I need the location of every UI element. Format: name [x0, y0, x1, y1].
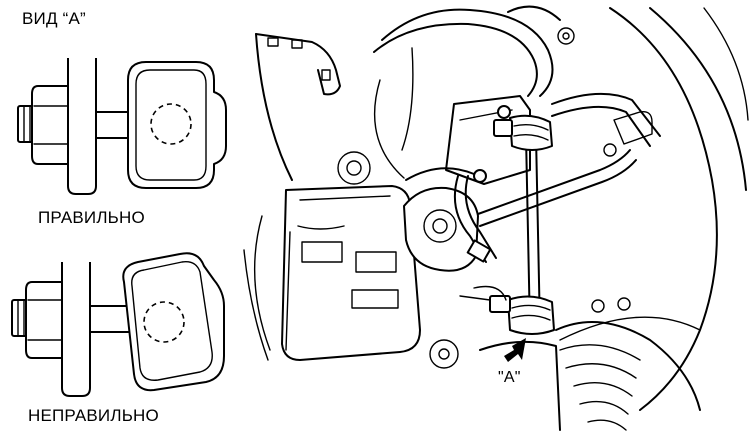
view-a-label: ВИД “A” — [22, 9, 86, 28]
correct-label: ПРАВИЛЬНО — [38, 208, 145, 227]
view-a-marker-label: "A" — [498, 369, 521, 386]
correct-detail — [17, 58, 227, 195]
suspension-assembly-drawing — [243, 5, 749, 431]
incorrect-label: НЕПРАВИЛЬНО — [28, 406, 159, 425]
incorrect-detail — [11, 252, 225, 397]
view-a-arrow-icon — [504, 338, 526, 362]
